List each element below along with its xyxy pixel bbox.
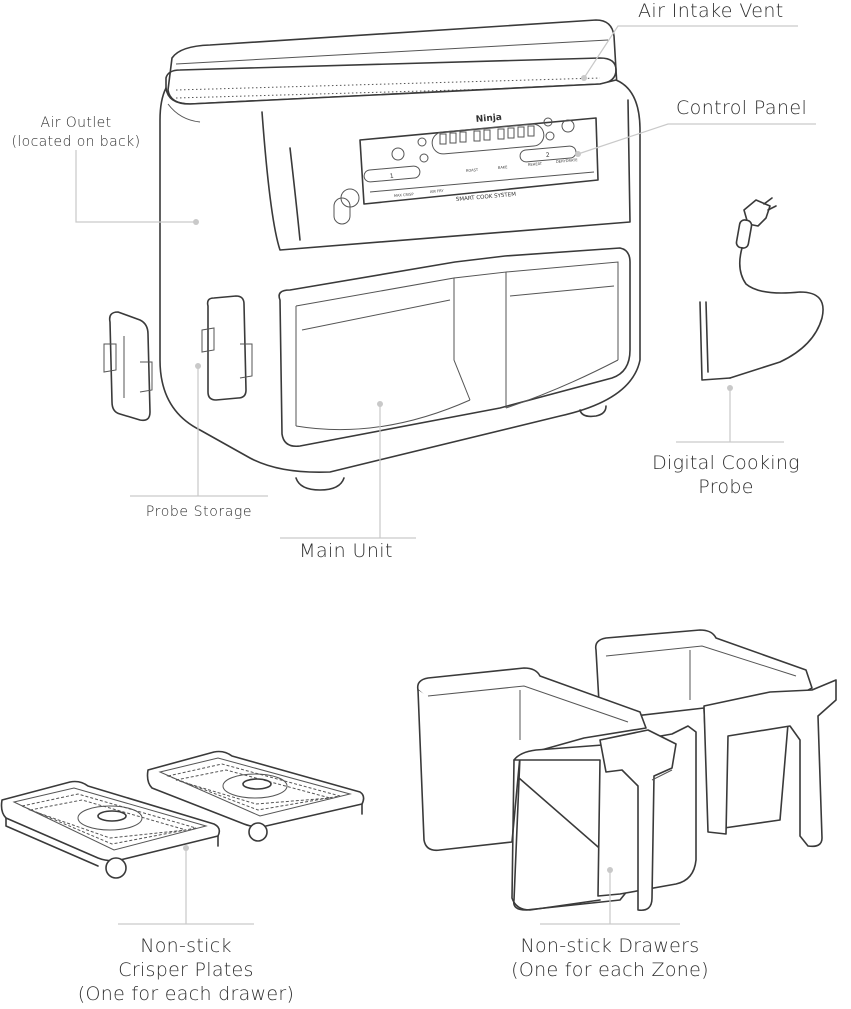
main-unit-illustration: Ninja SMART COOK SYSTEM 1 2 MAX CRISP AI… (159, 19, 641, 491)
panel-btn-bake: BAKE (498, 165, 509, 170)
panel-system-text: SMART COOK SYSTEM (456, 192, 517, 203)
panel-zone-1: 1 (390, 173, 395, 180)
probe-holder-clip (103, 311, 153, 422)
crisper-plates-label: Non-stick Crisper Plates (One for each d… (56, 934, 316, 1006)
digital-probe-line-1: Digital Cooking (652, 452, 800, 474)
drawers-line-1: Non-stick Drawers (520, 935, 700, 957)
panel-btn-max-crisp: MAX CRISP (394, 192, 415, 198)
panel-btn-reheat: REHEAT (528, 162, 543, 167)
drawers-label: Non-stick Drawers (One for each Zone) (490, 934, 730, 982)
digital-probe-illustration (699, 197, 824, 381)
probe-storage-label: Probe Storage (145, 504, 253, 520)
panel-zone-2: 2 (546, 152, 551, 159)
digital-probe-line-2: Probe (698, 476, 754, 498)
crisper-line-1: Non-stick (140, 935, 232, 957)
drawers-illustration (416, 629, 837, 912)
drawers-line-2: (One for each Zone) (511, 959, 709, 981)
crisper-line-3: (One for each drawer) (77, 983, 295, 1005)
main-unit-label: Main Unit (299, 540, 393, 562)
air-outlet-label: Air Outlet (located on back) (2, 114, 150, 152)
digital-probe-label: Digital Cooking Probe (636, 451, 816, 499)
panel-btn-roast: ROAST (466, 168, 479, 173)
panel-brand-text: Ninja (475, 113, 502, 125)
crisper-line-2: Crisper Plates (118, 959, 254, 981)
leader-lines (75, 25, 816, 925)
control-panel-label: Control Panel (676, 97, 808, 119)
air-intake-vent-label: Air Intake Vent (638, 0, 784, 22)
panel-btn-air-fry: AIR FRY (430, 189, 445, 194)
panel-btn-dehydrate: DEHYDRATE (556, 158, 579, 164)
air-outlet-line-1: Air Outlet (40, 115, 112, 131)
crisper-plates-illustration (0, 750, 365, 879)
air-outlet-line-2: (located on back) (11, 134, 141, 150)
